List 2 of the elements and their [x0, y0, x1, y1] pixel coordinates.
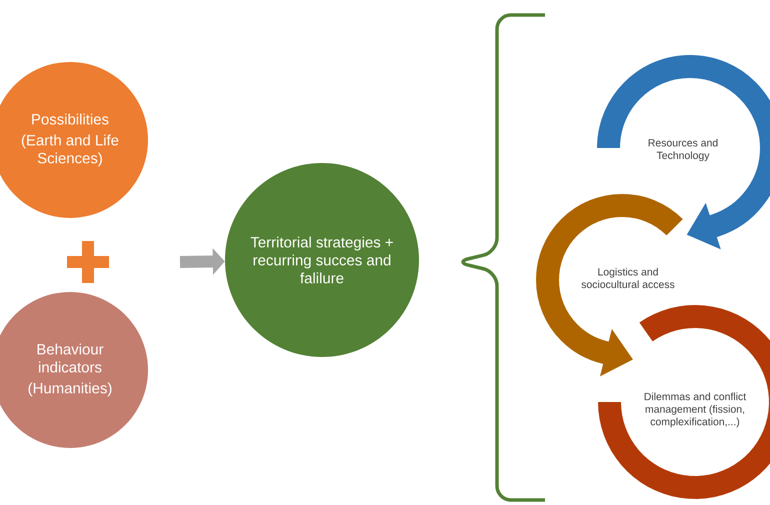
label-text: Resources and Technology	[648, 138, 718, 162]
label-text: Logistics and sociocultural access	[582, 268, 674, 288]
